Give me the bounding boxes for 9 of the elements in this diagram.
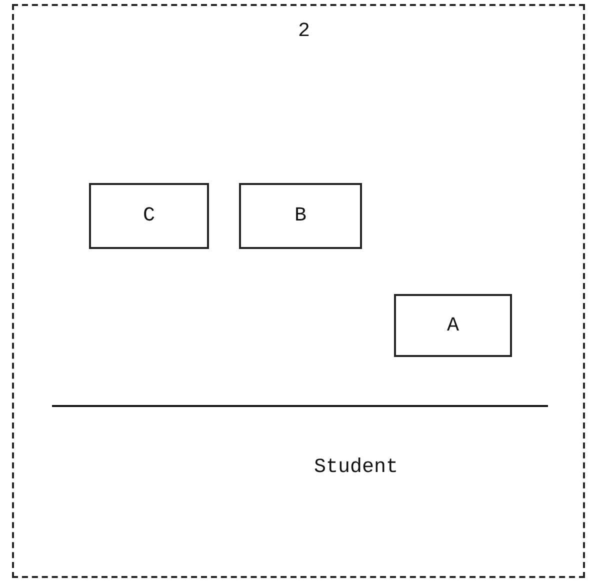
frame-caption: Student <box>314 456 398 479</box>
label-box <box>239 183 362 249</box>
box-label: A <box>447 314 459 337</box>
label-box <box>89 183 209 249</box>
box-label: C <box>143 204 155 228</box>
box-label: B <box>294 204 306 228</box>
label-box <box>394 294 512 357</box>
dashed-frame <box>12 4 585 578</box>
frame-number: 2 <box>298 20 310 43</box>
